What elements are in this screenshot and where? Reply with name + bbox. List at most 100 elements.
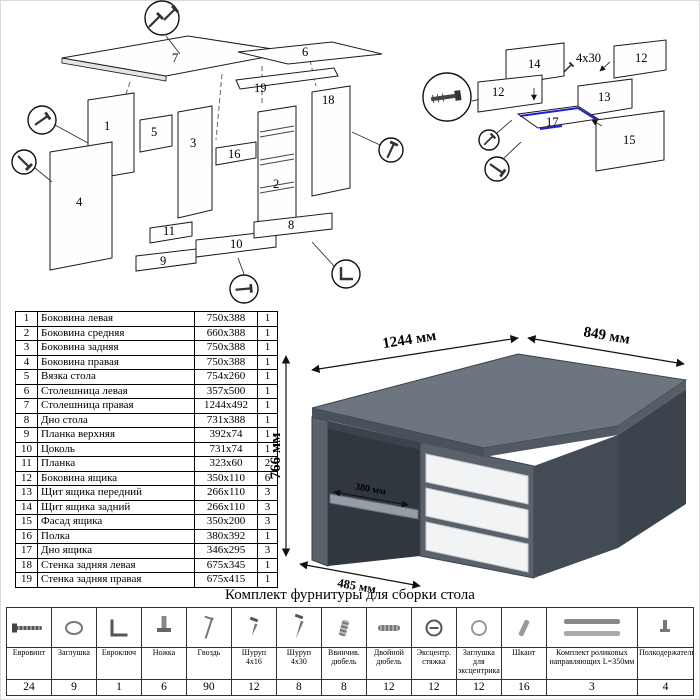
panel-drawer-back [505,42,565,86]
hardware-icon-cell [546,608,637,649]
table-row: 1 Боковина левая 750x388 1 [15,311,278,327]
assembly-arrow [591,119,603,127]
part-size: 266x110 [194,485,258,501]
drawer-front-bottom [425,521,529,573]
part-size: 675x415 [194,572,258,588]
panel-drawer-side [477,74,543,113]
hardware-qty: 9 [71,681,77,693]
table-row: 16 Полка 380x392 1 [15,528,278,544]
table-row: 15 Фасад ящика 350x200 3 [15,514,278,530]
part-name: Боковина задняя [37,340,195,356]
callout-leader [165,35,181,55]
panel-back-wall [311,85,351,197]
hardware-item: Ножка 6 [141,608,187,695]
hardware-qty: 4 [662,681,669,693]
part-number: 2 [15,325,38,341]
hardware-name: Шкант [501,648,546,680]
part-number: 17 [15,543,38,559]
panel-tie [139,114,173,153]
part-size: 750x388 [194,354,258,370]
panel-drawer-facade [595,110,665,172]
hardware-icon [457,608,501,647]
part-label: 9 [160,254,166,268]
part-number: 9 [15,427,38,443]
part-name: Планка [37,456,195,472]
hardware-name: Комплект роликовых направляющих L=350мм [546,648,637,680]
part-name: Вязка стола [37,369,195,385]
hardware-icon [322,608,366,647]
table-row: 18 Стенка задняя левая 675x345 1 [15,557,278,573]
hardware-name: Заглушка [51,648,96,680]
desk-render: 1244 мм 849 мм 766 мм 380 мм 485 мм [268,324,688,596]
table-row: 17 Дно ящика 346x295 3 [15,543,278,559]
part-label: 7 [172,51,178,65]
part-number: 10 [15,441,38,457]
part-number: 13 [15,485,38,501]
part-size: 392x74 [194,427,258,443]
hardware-icon [97,608,141,647]
hardware-name: Евроключ [96,648,141,680]
hardware-icon [412,608,456,647]
part-label: 4 [76,195,83,209]
hardware-icon-cell [231,608,276,649]
hardware-icon [232,608,276,647]
leader-line [309,59,317,87]
hardware-qty: 12 [428,681,440,693]
part-number: 12 [15,470,38,486]
hardware-icon [277,608,321,647]
hardware-item: Шуруп 4x30 8 [276,608,322,695]
hardware-qty: 8 [296,681,302,693]
panel-bottom [253,212,333,239]
desk-top-edge [312,408,484,457]
desk-corner-side [618,389,686,548]
part-size: 266x110 [194,499,258,515]
panel-side-middle [257,105,297,231]
hardware-icon-cell [276,608,321,649]
panel-plank [149,221,193,244]
part-label: 3 [190,136,196,150]
hardware-qty: 12 [473,681,485,693]
callout-leader [237,257,245,275]
dimension-shelf-label: 380 мм [354,481,387,497]
part-qty: 1 [257,572,278,588]
hardware-icon-cell [141,608,186,649]
hardware-icon-cell [501,608,546,649]
part-number: 15 [15,514,38,530]
hardware-qty: 3 [589,681,595,693]
hardware-item: Шуруп 4x16 12 [231,608,277,695]
table-row: 5 Вязка стола 754x260 1 [15,369,278,385]
hardware-item: Евроключ 1 [96,608,142,695]
part-number: 5 [15,369,38,385]
table-row: 2 Боковина средняя 660x388 1 [15,325,278,341]
hardware-name: Двойной дюбель [366,648,411,680]
table-row: 3 Боковина задняя 750x388 1 [15,340,278,356]
table-row: 10 Цоколь 731x74 1 [15,441,278,457]
dimension-line-shelf [333,489,409,508]
hardware-icon [52,608,96,647]
panel-back-strip [235,67,339,90]
part-name: Боковина средняя [37,325,195,341]
part-name: Стенка задняя левая [37,557,195,573]
callout-leader [351,131,381,146]
table-row: 4 Боковина правая 750x388 1 [15,354,278,370]
confirmat-screw-icon [430,90,462,103]
hardware-icon [502,608,546,647]
part-number: 19 [15,572,38,588]
part-number: 11 [15,456,38,472]
part-label: 6 [302,45,308,59]
screw-icon [562,61,575,74]
hardware-icon [638,608,693,647]
hardware-item: Комплект роликовых направляющих L=350мм … [546,608,638,695]
part-name: Боковина правая [37,354,195,370]
part-label: 2 [273,177,279,191]
drawer-rail [259,125,295,133]
desk-exploded-diagram: 7 6 19 18 1 5 3 16 2 4 11 10 8 9 [11,0,404,304]
part-size: 754x260 [194,369,258,385]
desk-top-edge [618,380,686,435]
part-size: 731x74 [194,441,258,457]
hardware-item: Заглушка для эксцентрика 12 [456,608,502,695]
part-size: 731x388 [194,412,258,428]
hardware-item: Гвоздь 90 [186,608,232,695]
exploded-diagrams: 7 6 19 18 1 5 3 16 2 4 11 10 8 9 [11,0,667,304]
hardware-callout [331,259,361,289]
